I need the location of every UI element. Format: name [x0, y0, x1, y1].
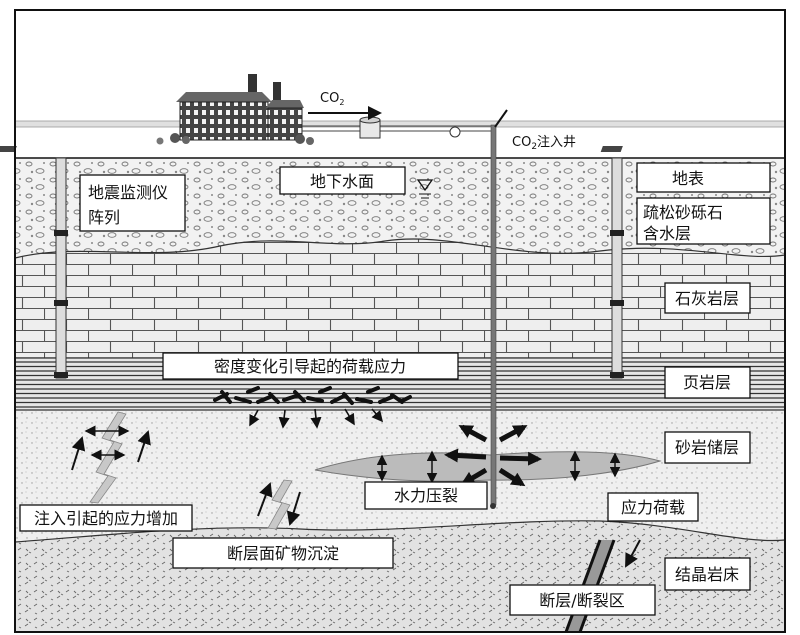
limestone-layer — [14, 238, 786, 359]
seismic-array-line-2: 阵列 — [88, 208, 120, 227]
label-surface: 地表 — [636, 162, 771, 193]
aquifer-line-2: 含水层 — [643, 224, 691, 243]
label-density-stress: 密度变化引导起的荷载应力 — [162, 352, 459, 380]
hydrofrac-text: 水力压裂 — [394, 486, 458, 505]
label-limestone: 石灰岩层 — [664, 282, 751, 314]
fault-mineral-crack — [257, 479, 301, 530]
label-fault-zone: 断层/断裂区 — [509, 584, 656, 616]
monitoring-well-left — [0, 146, 68, 379]
sandstone-text: 砂岩储层 — [675, 438, 739, 457]
bedrock-text: 结晶岩床 — [675, 565, 739, 584]
label-aquifer: 疏松砂砾石 含水层 — [636, 197, 771, 245]
label-seismic-array: 地震监测仪 阵列 — [79, 174, 186, 232]
seismic-array-line-1: 地震监测仪 — [88, 183, 168, 202]
fault-zone-text: 断层/断裂区 — [539, 591, 624, 610]
injection-well-label: CO2注入井 — [512, 135, 576, 152]
factory-icon — [156, 74, 314, 145]
label-bedrock: 结晶岩床 — [664, 557, 751, 591]
sky-area — [15, 10, 785, 158]
injection-well — [490, 109, 508, 509]
hydrofrac-zone — [314, 450, 662, 484]
shale-text: 页岩层 — [683, 373, 731, 392]
surface-text: 地表 — [672, 169, 704, 188]
aquifer-line-1: 疏松砂砾石 — [643, 203, 723, 222]
label-water-table: 地下水面 — [279, 166, 406, 195]
stress-loading-text: 应力荷载 — [621, 498, 685, 517]
label-fault-mineral: 断层面矿物沉淀 — [172, 537, 394, 569]
label-injection-stress: 注入引起的应力增加 — [19, 504, 193, 532]
fault-mineral-text: 断层面矿物沉淀 — [227, 544, 339, 563]
label-hydrofrac: 水力压裂 — [364, 481, 488, 510]
injection-stress-crack — [71, 411, 151, 504]
density-stress-cluster — [213, 386, 412, 429]
pump-icon — [449, 126, 461, 138]
label-shale: 页岩层 — [664, 366, 751, 399]
water-table-icon — [416, 179, 434, 199]
monitoring-well-right — [600, 146, 624, 379]
label-sandstone: 砂岩储层 — [664, 431, 751, 464]
injection-stress-text: 注入引起的应力增加 — [34, 509, 178, 528]
injection-pressure-arrows — [444, 424, 542, 487]
co2-flow-label: CO2 — [320, 91, 344, 107]
density-stress-text: 密度变化引导起的荷载应力 — [214, 357, 406, 376]
limestone-text: 石灰岩层 — [675, 289, 739, 308]
diagram-frame — [14, 9, 786, 633]
label-stress-loading: 应力荷载 — [607, 492, 699, 522]
water-table-text: 地下水面 — [310, 172, 374, 191]
